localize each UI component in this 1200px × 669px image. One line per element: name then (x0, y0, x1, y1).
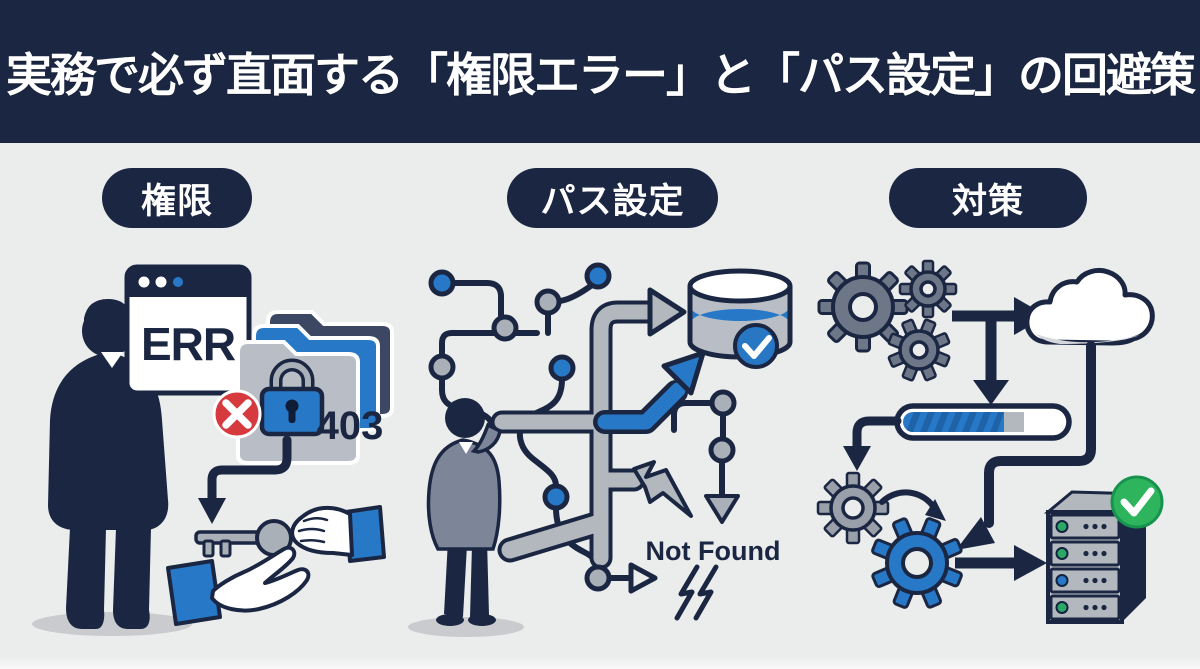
broken-route-jag (632, 460, 693, 518)
collar-detail (101, 352, 123, 368)
server-rack (1043, 490, 1151, 624)
path-lines (439, 280, 726, 581)
gray-gear (816, 471, 890, 545)
path-config-illustration: Not Found (408, 262, 793, 637)
permission-illustration: ERR 403 (32, 264, 394, 636)
cloud-to-gear-arrow (956, 341, 1096, 550)
down-arrowhead (704, 494, 740, 524)
down-arrow (973, 316, 1009, 405)
person-silhouette (48, 299, 169, 629)
column-header-countermeasure: 対策 (889, 168, 1087, 228)
right-arrowhead (628, 562, 658, 594)
gear-cluster (817, 259, 958, 382)
green-check-badge (1110, 475, 1164, 529)
column-header-path-config-label: パス設定 (540, 181, 685, 221)
browser-error-window: ERR (124, 264, 252, 396)
window-dot-icon (155, 276, 167, 288)
progress-bar (894, 403, 1072, 441)
giving-hand (290, 505, 386, 563)
http-code-403: 403 (317, 404, 384, 448)
column-header-countermeasure-label: 対策 (951, 181, 1024, 221)
gear-to-server-arrow (955, 545, 1047, 581)
countermeasure-illustration (816, 259, 1164, 624)
blue-check-badge (733, 323, 779, 369)
column-header-permission-label: 権限 (140, 181, 213, 221)
title-bar: 実務で必ず直面する「権限エラー」と「パス設定」の回避策 (0, 0, 1200, 143)
person-shadow (408, 617, 524, 637)
page-title: 実務で必ず直面する「権限エラー」と「パス設定」の回避策 (6, 48, 1196, 101)
column-header-permission: 権限 (102, 168, 252, 228)
person-shadow (32, 612, 192, 636)
red-cross-badge (212, 389, 262, 439)
cloud-icon (1024, 267, 1155, 346)
elbow-arrow (843, 416, 902, 471)
padlock-icon (259, 358, 325, 437)
receiving-hand (166, 545, 311, 626)
lightning-bolt-icon (674, 564, 719, 621)
down-arrow (198, 435, 292, 524)
key-icon (194, 519, 293, 558)
window-dot-icon (173, 277, 183, 287)
path-nodes (428, 262, 737, 592)
blue-route-arrow (593, 350, 706, 434)
blue-gear (871, 517, 963, 609)
browser-error-text: ERR (141, 318, 236, 370)
server-lights (1055, 520, 1069, 614)
bottom-fade (0, 657, 1200, 669)
thinking-person (426, 398, 502, 626)
rotation-arrow (879, 489, 946, 521)
column-header-path-config: パス設定 (507, 168, 718, 228)
window-dot-icon (138, 276, 150, 288)
gray-route-arrowhead (647, 287, 687, 337)
gray-route (490, 300, 664, 570)
not-found-text: Not Found (646, 536, 781, 566)
